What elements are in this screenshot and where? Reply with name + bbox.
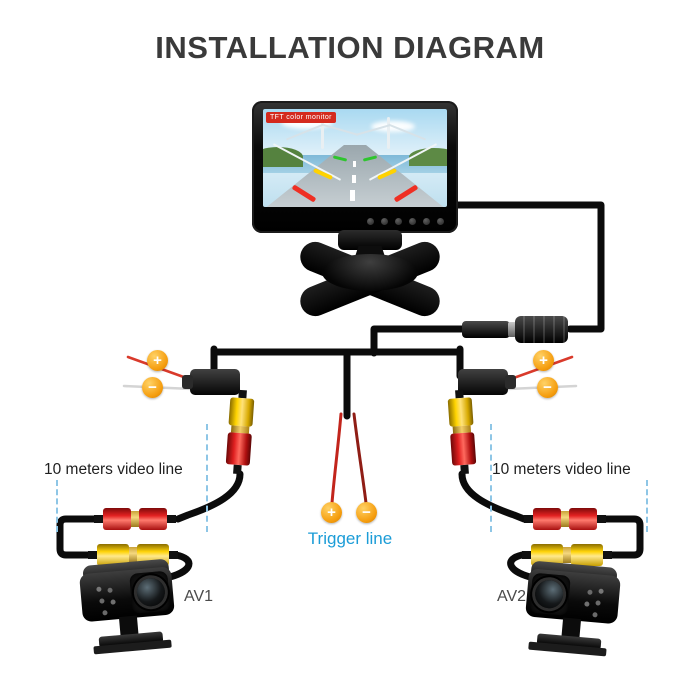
gold-rca-ring — [563, 547, 571, 563]
lane-dash-graphic — [352, 175, 356, 183]
trigger-line-label: Trigger line — [307, 529, 393, 548]
gold-rca-ring — [131, 511, 139, 527]
left-power-plug — [182, 369, 240, 395]
monitor-button[interactable] — [367, 218, 374, 225]
gold-rca-ring — [561, 511, 569, 527]
monitor-screen: TFT color monitor — [263, 109, 447, 207]
yellow-rca-connector — [228, 397, 255, 427]
right-extension-loop-cable — [602, 515, 644, 559]
left-power-minus-icon: − — [142, 377, 163, 398]
bridge-tower-graphic — [387, 117, 390, 149]
lane-dash-graphic — [353, 161, 356, 167]
power-jack-feed-cable — [370, 325, 468, 357]
cable-stub — [167, 515, 176, 523]
monitor-button[interactable] — [423, 218, 430, 225]
right-camera-cable — [507, 551, 534, 581]
camera-av2-label: AV2 — [497, 588, 527, 605]
monitor-button[interactable] — [381, 218, 388, 225]
left-video-cable — [174, 470, 244, 523]
monitor: TFT color monitor — [252, 101, 458, 233]
monitor-cable — [446, 201, 605, 333]
cable-stub — [603, 551, 612, 559]
lane-dash-graphic — [350, 190, 355, 201]
left-video-line-label: 10 meters video line — [44, 461, 183, 478]
cable-stub — [169, 551, 178, 559]
left-camera-cable — [166, 551, 193, 581]
right-yellow-rca-coupler — [522, 543, 612, 567]
screen-brand-badge: TFT color monitor — [266, 112, 336, 123]
cable-stub — [597, 515, 606, 523]
power-jack-connector — [462, 316, 568, 343]
yellow-rca-connector — [531, 544, 563, 566]
red-rca-connector — [569, 508, 597, 530]
measure-dash-line — [646, 480, 648, 532]
cable-stub — [522, 551, 531, 559]
red-rca-connector — [450, 432, 477, 466]
monitor-button[interactable] — [437, 218, 444, 225]
cable-stub — [88, 551, 97, 559]
camera-av1 — [72, 551, 190, 660]
yellow-rca-connector — [447, 397, 474, 427]
right-video-cable — [458, 470, 528, 523]
measure-dash-line — [490, 424, 492, 532]
red-rca-connector — [225, 432, 252, 466]
power-jack-ring — [508, 322, 516, 337]
right-power-plus-icon: + — [533, 350, 554, 371]
left-red-rca-coupler — [94, 507, 176, 531]
right-video-line-label: 10 meters video line — [492, 461, 631, 478]
cable-stub — [94, 515, 103, 523]
left-extension-loop-cable — [56, 515, 98, 559]
trigger-wire-positive — [330, 412, 343, 505]
cable-stub — [460, 464, 469, 475]
right-power-minus-icon: − — [537, 377, 558, 398]
red-rca-connector — [103, 508, 131, 530]
cable-stub — [524, 515, 533, 523]
hill-graphic — [409, 148, 447, 166]
left-power-plus-icon: + — [147, 350, 168, 371]
bridge-tower-graphic — [321, 117, 324, 149]
monitor-buttons — [367, 218, 444, 225]
red-rca-connector — [533, 508, 561, 530]
power-jack-socket — [515, 316, 568, 343]
trigger-minus-icon: − — [356, 502, 377, 523]
bridge-cable-graphic — [323, 124, 359, 136]
camera-av1-label: AV1 — [184, 588, 214, 605]
trigger-plus-icon: + — [321, 502, 342, 523]
monitor-button[interactable] — [395, 218, 402, 225]
page-title: INSTALLATION DIAGRAM — [155, 30, 545, 65]
hill-graphic — [263, 147, 303, 167]
red-rca-connector — [139, 508, 167, 530]
yellow-rca-connector — [571, 544, 603, 566]
cable-stub — [233, 464, 242, 475]
power-jack-plug — [462, 321, 510, 338]
monitor-button[interactable] — [409, 218, 416, 225]
stand-hinge — [338, 230, 402, 250]
camera-av2 — [510, 553, 628, 662]
yellow-rca-connector — [97, 544, 129, 566]
right-red-rca-coupler — [524, 507, 606, 531]
trigger-wire-negative — [352, 412, 368, 505]
measure-dash-line — [56, 480, 58, 532]
right-power-plug — [458, 369, 516, 395]
gold-rca-ring — [129, 547, 137, 563]
stand-base — [322, 254, 418, 291]
measure-dash-line — [206, 424, 208, 532]
